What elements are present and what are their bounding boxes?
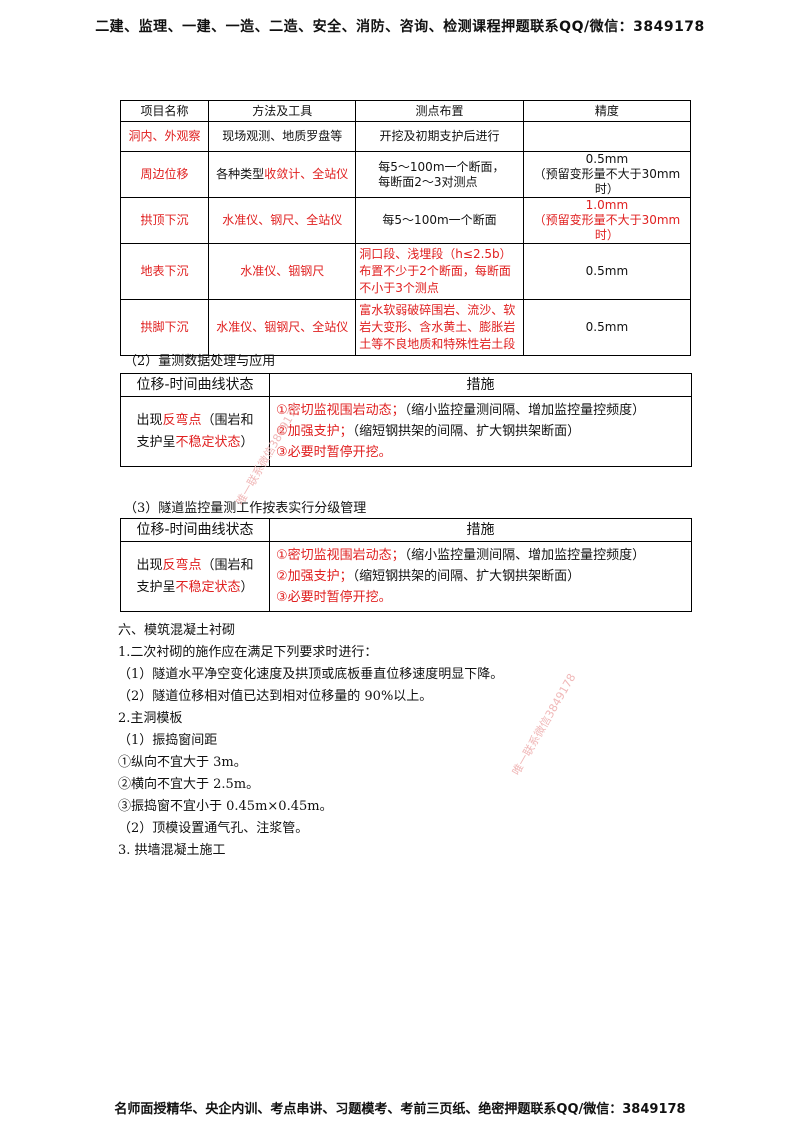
tool-text: 各种类型 xyxy=(216,167,265,181)
row-tool: 水准仪、铟钢尺 xyxy=(208,243,357,300)
measure-highlight: ①密切监视围岩动态； xyxy=(276,403,405,418)
row-precision: 1.0mm（预留变形量不大于30mm时） xyxy=(522,197,692,244)
state-highlight: 不稳定状态 xyxy=(175,579,241,595)
row-name: 洞内、外观察 xyxy=(119,121,210,152)
body-line: （2）顶模设置通气孔、注浆管。 xyxy=(118,821,309,836)
table-header-row: 位移-时间曲线状态 措施 xyxy=(120,373,692,397)
body-line: 六、模筑混凝土衬砌 xyxy=(118,623,236,638)
state-text: （围岩和 xyxy=(201,557,254,573)
measures-table-1: 位移-时间曲线状态 措施 出现反弯点（围岩和 支护呈不稳定状态） ①密切监视围岩… xyxy=(120,373,692,467)
state-text: （围岩和 xyxy=(201,412,254,428)
row-tool: 现场观测、地质罗盘等 xyxy=(208,121,357,152)
page-footer: 名师面授精华、央企内训、考点串讲、习题模考、考前三页纸、绝密押题联系QQ/微信：… xyxy=(114,1102,686,1117)
row-name: 拱脚下沉 xyxy=(119,299,210,356)
precision-note: （预留变形量不大于30mm时） xyxy=(533,167,681,196)
body-line: 1.二次衬砌的施作应在满足下列要求时进行： xyxy=(118,645,378,660)
row-precision: 0.5mm xyxy=(522,243,692,300)
body-line: 2.主洞模板 xyxy=(118,711,183,726)
table-row: 出现反弯点（围岩和 支护呈不稳定状态） ①密切监视围岩动态；（缩小监控量测间隔、… xyxy=(120,396,692,467)
row-point: 洞口段、浅埋段（h≤2.5b）布置不少于2个断面，每断面不小于3个测点 xyxy=(355,243,524,300)
measure-line: ③必要时暂停开挖。 xyxy=(276,590,392,605)
state-text: 支护呈 xyxy=(136,579,176,595)
state-highlight: 反弯点 xyxy=(162,412,202,428)
row-tool: 水准仪、钢尺、全站仪 xyxy=(208,197,357,244)
col-header-measures: 措施 xyxy=(269,518,692,542)
precision-value: 0.5mm xyxy=(585,152,629,166)
state-text: 出现 xyxy=(136,412,163,428)
col-header-precision: 精度 xyxy=(522,100,692,122)
table-row: 周边位移 各种类型收敛计、全站仪 每5～100m一个断面，每断面2～3对测点 0… xyxy=(119,151,692,198)
col-header-state: 位移-时间曲线状态 xyxy=(120,518,270,542)
state-cell: 出现反弯点（围岩和 支护呈不稳定状态） xyxy=(120,396,270,467)
col-header-measures: 措施 xyxy=(269,373,692,397)
state-text: 支护呈 xyxy=(136,434,176,450)
row-precision xyxy=(522,121,692,152)
col-header-name: 项目名称 xyxy=(119,100,210,122)
measure-highlight: ①密切监视围岩动态； xyxy=(276,548,405,563)
state-text: ） xyxy=(240,579,254,595)
measure-line: ①密切监视围岩动态；（缩小监控量测间隔、增加监控量控频度） xyxy=(276,545,687,566)
point-line: 每断面2～3对测点 xyxy=(378,174,478,189)
table-row: 地表下沉 水准仪、铟钢尺 洞口段、浅埋段（h≤2.5b）布置不少于2个断面，每断… xyxy=(119,243,692,300)
measure-highlight: ②加强支护； xyxy=(276,569,353,584)
table-row: 拱顶下沉 水准仪、钢尺、全站仪 每5～100m一个断面 1.0mm（预留变形量不… xyxy=(119,197,692,244)
body-line: 3. 拱墙混凝土施工 xyxy=(118,843,226,858)
precision-value: 1.0mm xyxy=(585,198,629,212)
body-line: （1）振捣窗间距 xyxy=(118,733,218,748)
state-cell: 出现反弯点（围岩和 支护呈不稳定状态） xyxy=(120,541,270,612)
row-name: 地表下沉 xyxy=(119,243,210,300)
body-text: 六、模筑混凝土衬砌 1.二次衬砌的施作应在满足下列要求时进行： （1）隧道水平净… xyxy=(118,620,503,862)
measure-note: （缩短钢拱架的间隔、扩大钢拱架断面） xyxy=(352,569,581,584)
col-header-point: 测点布置 xyxy=(355,100,524,122)
page-header: 二建、监理、一建、一造、二造、安全、消防、咨询、检测课程押题联系QQ/微信：38… xyxy=(95,19,705,35)
monitoring-table: 项目名称 方法及工具 测点布置 精度 洞内、外观察 现场观测、地质罗盘等 开挖及… xyxy=(119,100,692,356)
precision-note: （预留变形量不大于30mm时） xyxy=(533,213,681,242)
state-text: 出现 xyxy=(136,557,163,573)
col-header-state: 位移-时间曲线状态 xyxy=(120,373,270,397)
table-row: 拱脚下沉 水准仪、铟钢尺、全站仪 富水软弱破碎围岩、流沙、软岩大变形、含水黄土、… xyxy=(119,299,692,356)
measures-cell: ①密切监视围岩动态；（缩小监控量测间隔、增加监控量控频度） ②加强支护；（缩短钢… xyxy=(269,396,692,467)
row-name: 周边位移 xyxy=(119,151,210,198)
row-name: 拱顶下沉 xyxy=(119,197,210,244)
watermark: 唯一联系微信3849178 xyxy=(509,671,579,778)
body-line: （2）隧道位移相对值已达到相对位移量的 90%以上。 xyxy=(118,689,433,704)
measure-note: （缩小监控量测间隔、增加监控量控频度） xyxy=(404,403,646,418)
table-header-row: 项目名称 方法及工具 测点布置 精度 xyxy=(119,100,692,122)
measure-line: ②加强支护；（缩短钢拱架的间隔、扩大钢拱架断面） xyxy=(276,566,687,587)
row-precision: 0.5mm xyxy=(522,299,692,356)
body-line: ②横向不宜大于 2.5m。 xyxy=(118,777,260,792)
section-heading-3: （3）隧道监控量测工作按表实行分级管理 xyxy=(124,501,367,516)
measure-line: ③必要时暂停开挖。 xyxy=(276,445,392,460)
row-precision: 0.5mm（预留变形量不大于30mm时） xyxy=(522,151,692,198)
measures-cell: ①密切监视围岩动态；（缩小监控量测间隔、增加监控量控频度） ②加强支护；（缩短钢… xyxy=(269,541,692,612)
row-point: 开挖及初期支护后进行 xyxy=(355,121,524,152)
measures-table-2: 位移-时间曲线状态 措施 出现反弯点（围岩和 支护呈不稳定状态） ①密切监视围岩… xyxy=(120,518,692,612)
body-line: （1）隧道水平净空变化速度及拱顶或底板垂直位移速度明显下降。 xyxy=(118,667,504,682)
row-tool: 水准仪、铟钢尺、全站仪 xyxy=(208,299,357,356)
body-line: ①纵向不宜大于 3m。 xyxy=(118,755,247,770)
row-point: 每5～100m一个断面，每断面2～3对测点 xyxy=(355,151,524,198)
measure-highlight: ②加强支护； xyxy=(276,424,353,439)
point-line: 每5～100m一个断面， xyxy=(378,159,505,174)
row-point: 富水软弱破碎围岩、流沙、软岩大变形、含水黄土、膨胀岩土等不良地质和特殊性岩土段 xyxy=(355,299,524,356)
body-line: ③振捣窗不宜小于 0.45m×0.45m。 xyxy=(118,799,333,814)
table-row: 洞内、外观察 现场观测、地质罗盘等 开挖及初期支护后进行 xyxy=(119,121,692,152)
state-text: ） xyxy=(240,434,254,450)
row-point: 每5～100m一个断面 xyxy=(355,197,524,244)
tool-text-highlight: 收敛计、全站仪 xyxy=(264,167,349,181)
measure-note: （缩小监控量测间隔、增加监控量控频度） xyxy=(404,548,646,563)
section-heading-2: （2）量测数据处理与应用 xyxy=(124,354,276,369)
state-highlight: 反弯点 xyxy=(162,557,202,573)
table-row: 出现反弯点（围岩和 支护呈不稳定状态） ①密切监视围岩动态；（缩小监控量测间隔、… xyxy=(120,541,692,612)
measure-line: ②加强支护；（缩短钢拱架的间隔、扩大钢拱架断面） xyxy=(276,421,687,442)
row-tool: 各种类型收敛计、全站仪 xyxy=(208,151,357,198)
table-header-row: 位移-时间曲线状态 措施 xyxy=(120,518,692,542)
measure-note: （缩短钢拱架的间隔、扩大钢拱架断面） xyxy=(352,424,581,439)
col-header-tool: 方法及工具 xyxy=(208,100,357,122)
measure-line: ①密切监视围岩动态；（缩小监控量测间隔、增加监控量控频度） xyxy=(276,400,687,421)
state-highlight: 不稳定状态 xyxy=(175,434,241,450)
